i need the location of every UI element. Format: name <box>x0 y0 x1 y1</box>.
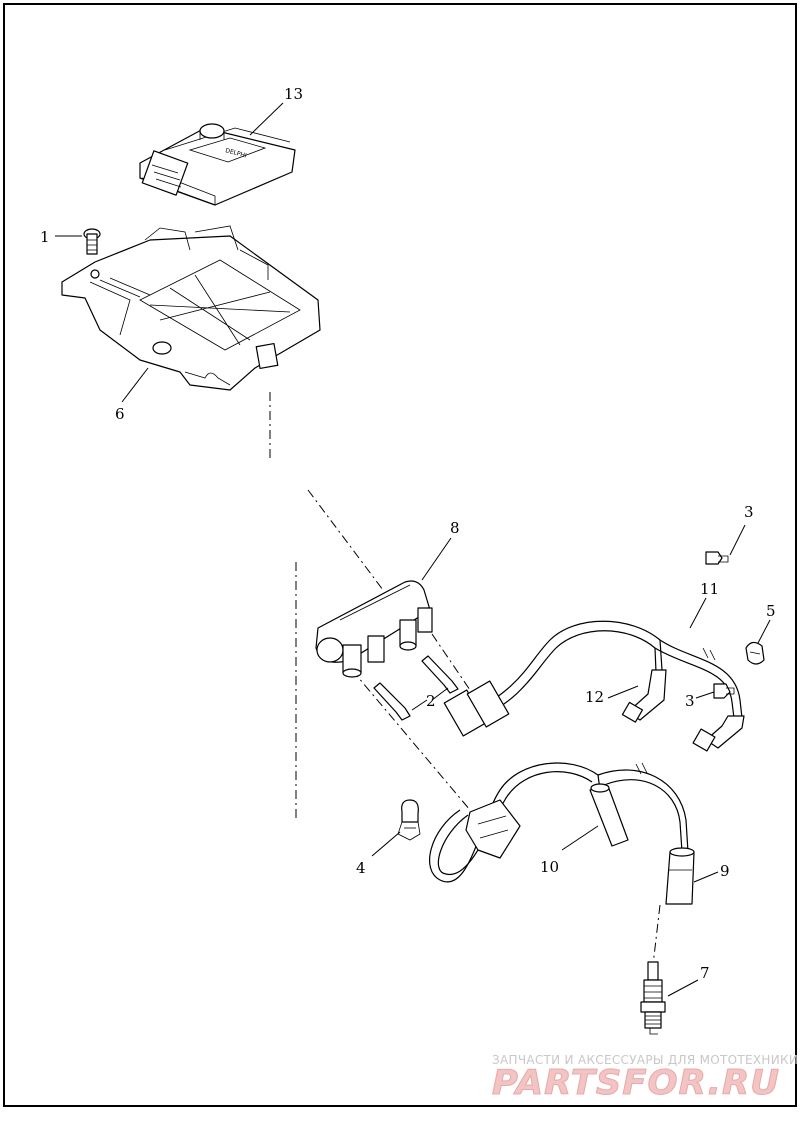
wire-clip-lower <box>713 683 735 699</box>
callout-12: 12 <box>585 688 604 706</box>
diagram-border <box>3 3 797 1107</box>
callout-8: 8 <box>450 519 460 537</box>
alignment-line <box>307 489 384 591</box>
watermark-tagline: ЗАПЧАСТИ И АКСЕССУАРЫ ДЛЯ МОТОТЕХНИКИ <box>492 1053 798 1067</box>
callout-2: 2 <box>426 692 436 710</box>
tray-screw <box>83 228 101 255</box>
callout-7: 7 <box>700 964 710 982</box>
callout-13: 13 <box>284 85 303 103</box>
ignition-coil <box>315 580 433 678</box>
callout-5: 5 <box>766 602 776 620</box>
callout-10: 10 <box>540 858 559 876</box>
callout-3-upper: 3 <box>744 503 754 521</box>
callout-1: 1 <box>40 228 50 246</box>
wire-retainer-clip <box>745 641 765 665</box>
alignment-line <box>652 904 661 966</box>
spark-plug-wire-rear <box>443 620 745 752</box>
ecm-tray <box>61 225 321 391</box>
callout-11: 11 <box>700 580 719 598</box>
callout-6: 6 <box>115 405 125 423</box>
wire-clip-upper <box>705 551 729 565</box>
callout-3-lower: 3 <box>685 692 695 710</box>
spark-plug <box>640 961 666 1035</box>
p-clamp <box>397 799 421 841</box>
ecm-module: DELPHI <box>139 123 296 206</box>
alignment-line <box>351 669 471 811</box>
spark-plug-boot <box>665 847 695 905</box>
watermark-brand: PARTSFOR.RU <box>492 1063 780 1103</box>
spark-plug-wire-front <box>429 762 689 883</box>
callout-4: 4 <box>356 859 366 877</box>
alignment-line <box>431 633 471 691</box>
callout-9: 9 <box>720 862 730 880</box>
coil-bolts <box>373 655 459 721</box>
